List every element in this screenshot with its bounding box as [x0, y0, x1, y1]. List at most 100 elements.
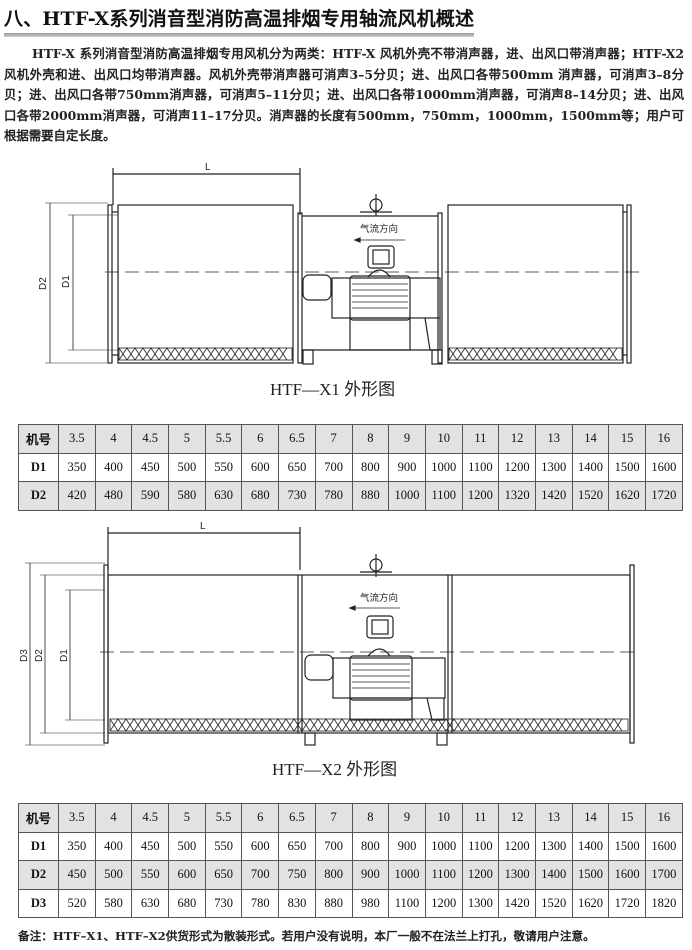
table-cell: 1200 [461, 481, 500, 511]
table-cell: 650 [278, 452, 316, 482]
table-cell: 8 [351, 803, 390, 833]
table-cell: 11 [461, 803, 500, 833]
table-cell: 11 [461, 424, 500, 454]
table-cell: 980 [351, 888, 390, 918]
table-cell: 700 [241, 860, 280, 890]
table-cell: 450 [58, 860, 96, 890]
intro-paragraph: HTF-X 系列消音型消防高温排烟专用风机分为两类：HTF-X 风机外壳不带消声… [4, 46, 684, 144]
table-cell: 16 [645, 803, 683, 833]
table-cell: 1420 [534, 481, 573, 511]
d1-label: D1 [59, 649, 70, 662]
table-cell: 1300 [498, 860, 536, 890]
table-cell: 14 [571, 424, 610, 454]
length-label: L [200, 521, 206, 532]
footnote: 备注：HTF–X1、HTF–X2供货形式为散装形式。若用户没有说明，本厂一般不在… [18, 929, 595, 943]
table-cell: 600 [241, 452, 280, 482]
table-cell: 580 [168, 481, 206, 511]
table-cell: 700 [314, 452, 353, 482]
table-cell: 600 [241, 831, 280, 861]
table-cell: 680 [168, 888, 206, 918]
table-cell: 13 [534, 803, 573, 833]
table-cell: 800 [351, 831, 390, 861]
table-cell: 10 [424, 424, 463, 454]
table-cell: 500 [168, 831, 206, 861]
table-cell: 15 [608, 424, 646, 454]
table-cell: 1100 [461, 452, 500, 482]
table-cell: 1300 [534, 831, 573, 861]
d1-label: D1 [61, 275, 72, 288]
table-cell: 450 [131, 831, 170, 861]
table-cell: 1520 [571, 481, 610, 511]
table-cell: 550 [204, 452, 243, 482]
table-cell: 800 [314, 860, 353, 890]
insulation-hatching [448, 347, 623, 361]
table-cell: 1400 [571, 831, 610, 861]
table-cell: 650 [204, 860, 243, 890]
table-cell: 1000 [388, 860, 426, 890]
table-cell: 730 [204, 888, 243, 918]
table-cell: 550 [131, 860, 170, 890]
table-cell: 1300 [534, 452, 573, 482]
table-cell: 400 [94, 452, 133, 482]
table-cell: 600 [168, 860, 206, 890]
table-cell: 1400 [571, 452, 610, 482]
table-cell: 6 [241, 424, 280, 454]
table-cell: 650 [278, 831, 316, 861]
table-cell: 5.5 [204, 424, 243, 454]
table-cell: 1200 [424, 888, 463, 918]
table-cell: 1420 [498, 888, 536, 918]
table-cell: 900 [351, 860, 390, 890]
table-cell: 1100 [388, 888, 426, 918]
table-cell: 1400 [534, 860, 573, 890]
table-cell: 1200 [498, 452, 536, 482]
insulation-hatching [109, 718, 629, 732]
diagram-caption: HTF—X1 外形图 [270, 380, 395, 399]
table-cell: 520 [58, 888, 96, 918]
table-cell: 4.5 [131, 803, 170, 833]
table-cell: 1700 [645, 860, 683, 890]
table-cell: 700 [314, 831, 353, 861]
table-cell: 1720 [645, 481, 683, 511]
table-cell: 680 [241, 481, 280, 511]
table-cell: 630 [204, 481, 243, 511]
table-cell: 780 [241, 888, 280, 918]
table-cell: 3.5 [58, 803, 96, 833]
table-cell: 1500 [571, 860, 610, 890]
table-cell: 1500 [608, 831, 646, 861]
row-label: D2 [18, 481, 59, 511]
airflow-label: 气流方向 [360, 592, 398, 604]
table-cell: 400 [94, 831, 133, 861]
row-label: D1 [18, 831, 59, 861]
table-cell: 7 [314, 803, 353, 833]
table-cell: 1000 [388, 481, 426, 511]
airflow-label: 气流方向 [360, 223, 398, 235]
row-label: D1 [18, 452, 59, 482]
htf-x2-diagram: L D3 D2 D1 气流方向 HTF—X2 外形图 [19, 521, 640, 779]
table-cell: 1600 [608, 860, 646, 890]
table-cell: 580 [94, 888, 133, 918]
table-cell: 1000 [424, 831, 463, 861]
table-cell: 900 [388, 452, 426, 482]
section-title: 八、HTF-X系列消音型消防高温排烟专用轴流风机概述 [4, 8, 475, 30]
table-cell: 800 [351, 452, 390, 482]
table-cell: 420 [58, 481, 96, 511]
table-cell: 1000 [424, 452, 463, 482]
table-cell: 1620 [608, 481, 646, 511]
table-cell: 880 [314, 888, 353, 918]
table-cell: 1320 [498, 481, 536, 511]
table-cell: 1100 [424, 860, 463, 890]
table-cell: 4 [94, 803, 133, 833]
table-cell: 6 [241, 803, 280, 833]
table-cell: 5 [168, 803, 206, 833]
insulation-hatching [118, 347, 293, 361]
table-cell: 1820 [645, 888, 683, 918]
table-cell: 780 [314, 481, 353, 511]
title-underline [4, 33, 474, 37]
table-cell: 6.5 [278, 803, 316, 833]
table-cell: 1500 [608, 452, 646, 482]
